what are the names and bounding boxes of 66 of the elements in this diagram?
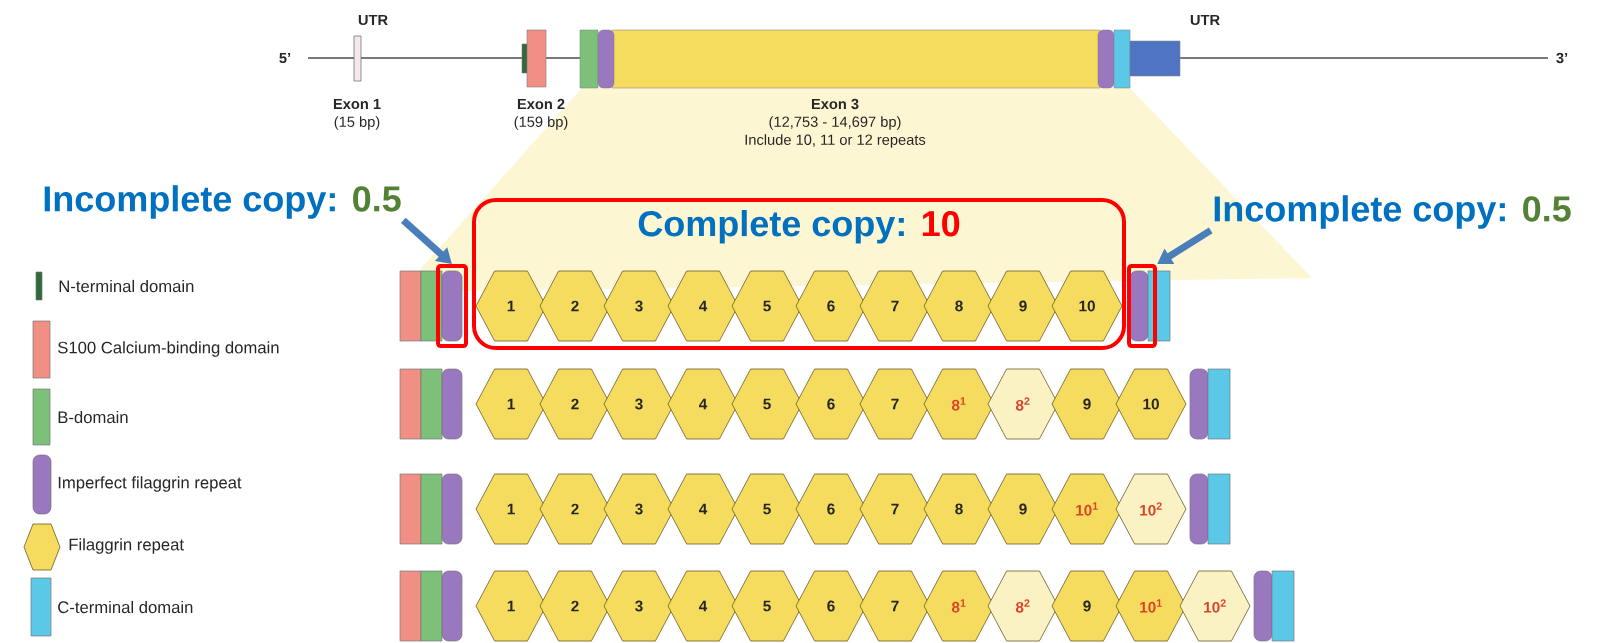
repeat-hexagon: 7 (859, 473, 931, 545)
callout-text: Incomplete copy: 0.5 (1214, 195, 1571, 229)
repeat-hexagon: 5 (731, 368, 803, 440)
repeat-hexagon: 8$^{1}$ (923, 368, 995, 440)
repeat-hexagon: 3 (603, 570, 675, 642)
region-label: UTR (1190, 14, 1220, 26)
repeat-hexagon: 7 (859, 270, 931, 342)
repeat-hexagon: 10$^{1}$ (1051, 473, 1123, 545)
repeat-hexagon: 4 (667, 270, 739, 342)
repeat-hexagon: 2 (539, 473, 611, 545)
arrow (401, 217, 452, 264)
highlight-box (1127, 264, 1157, 348)
repeat-hexagon: 8 (923, 270, 995, 342)
repeat-hexagon: 1 (475, 473, 547, 545)
repeat-hexagon: 5 (731, 570, 803, 642)
repeat-hexagon: 5 (731, 270, 803, 342)
legend-label: Filaggrin repeat (69, 538, 184, 554)
legend-label: Imperfect filaggrin repeat (58, 476, 242, 492)
repeat-hexagon: 2 (539, 270, 611, 342)
repeat-hexagon: 8$^{1}$ (923, 570, 995, 642)
repeat-hexagon: 6 (795, 570, 867, 642)
repeat-hexagon: 10$^{2}$ (1179, 570, 1251, 642)
legend-label: N-terminal domain (59, 279, 194, 293)
repeat-hexagon: 6 (795, 368, 867, 440)
repeat-hexagon: 4 (667, 473, 739, 545)
repeat-hexagon: 7 (859, 570, 931, 642)
repeat-hexagon: 4 (667, 368, 739, 440)
repeat-hexagon: 2 (539, 570, 611, 642)
repeat-hexagon: 3 (603, 368, 675, 440)
callout-text: Incomplete copy: 0.5 (44, 185, 401, 219)
repeat-hexagon: 9 (987, 473, 1059, 545)
repeat-hexagon: 1 (475, 570, 547, 642)
legend-label: S100 Calcium-binding domain (58, 341, 279, 357)
end-label: 3’ (1556, 52, 1568, 64)
repeat-hexagon: 10$^{2}$ (1115, 473, 1187, 545)
repeat-hexagon: 6 (795, 270, 867, 342)
repeat-hexagon: 1 (475, 368, 547, 440)
repeat-hexagon: 9 (987, 270, 1059, 342)
exon-label: Exon 1 (333, 98, 381, 110)
repeat-hexagon: 8$^{2}$ (987, 570, 1059, 642)
repeat-note: Include 10, 11 or 12 repeats (745, 134, 926, 148)
repeat-hexagon: 2 (539, 368, 611, 440)
legend-label: B-domain (58, 410, 128, 424)
repeat-hexagon: 9 (1051, 368, 1123, 440)
region-label: UTR (358, 14, 388, 26)
repeat-hexagon: 8 (923, 473, 995, 545)
highlight-box (436, 264, 468, 348)
end-label: 5’ (279, 52, 291, 64)
repeat-hexagon: 3 (603, 270, 675, 342)
repeat-hexagon: 10$^{1}$ (1115, 570, 1187, 642)
repeat-hexagon: 8$^{2}$ (987, 368, 1059, 440)
repeat-hexagon: 4 (667, 570, 739, 642)
repeat-hexagon: 1 (475, 270, 547, 342)
repeat-hexagon: 5 (731, 473, 803, 545)
exon-size-label: (159 bp) (514, 116, 568, 130)
repeat-hexagon: 10 (1115, 368, 1187, 440)
repeat-hexagon: 9 (1051, 570, 1123, 642)
exon-label: Exon 3 (811, 98, 859, 110)
exon-size-label: (15 bp) (334, 116, 380, 130)
repeat-hexagon: 10 (1051, 270, 1123, 342)
repeat-hexagon: 3 (603, 473, 675, 545)
repeat-hexagon: 6 (795, 473, 867, 545)
repeat-hexagon: 7 (859, 368, 931, 440)
legend-label: C-terminal domain (58, 600, 193, 614)
exon-label: Exon 2 (517, 98, 565, 110)
exon-size-label: (12,753 - 14,697 bp) (769, 116, 901, 130)
